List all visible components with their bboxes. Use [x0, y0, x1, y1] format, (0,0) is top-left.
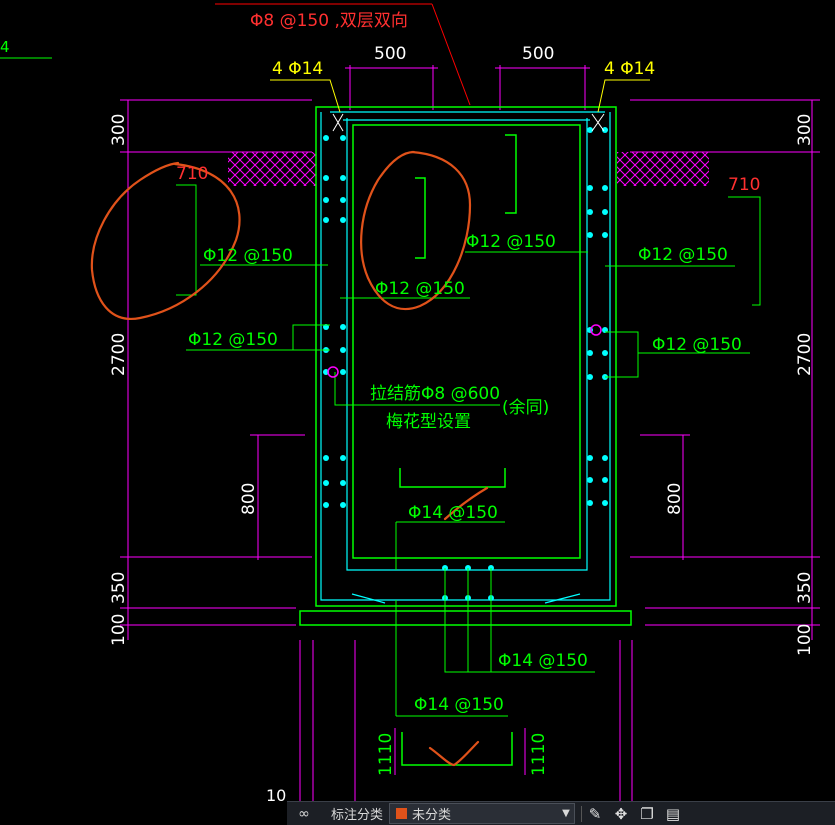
category-select[interactable]: 未分类 ▼ [389, 803, 576, 824]
dim-300-left: 300 [109, 114, 129, 146]
wall-mid-right-label: Φ12 @150 [652, 335, 742, 355]
rebar-lines [320, 111, 611, 604]
bottom-slab-bottom-label: Φ14 @150 [498, 651, 588, 671]
same-note: (余同) [502, 398, 549, 418]
leader-lines [176, 184, 761, 717]
dim-350-right: 350 [795, 572, 815, 604]
wall-inner-left-label: Φ12 @150 [375, 279, 465, 299]
dim-1110-right: 1110 [529, 733, 549, 776]
paste-icon[interactable]: ▤ [665, 804, 681, 823]
corner-label-left: 4 Φ14 [272, 59, 323, 79]
link-icon[interactable]: ∞ [298, 805, 310, 822]
dim-2700-left: 2700 [109, 333, 129, 376]
dim-100-right: 100 [795, 624, 815, 656]
clip-top-left: 4 [0, 38, 10, 56]
markup-check [428, 740, 480, 767]
top-note-leader [215, 3, 471, 106]
soil-hatch-right [617, 152, 709, 186]
foundation-label: Φ14 @150 [414, 695, 504, 715]
dim-350-left: 350 [109, 572, 129, 604]
dim-800-right: 800 [665, 483, 685, 515]
chevron-down-icon: ▼ [562, 808, 570, 819]
top-rebar-note: Φ8 @150 ,双层双向 [250, 11, 408, 31]
copy-icon[interactable]: ❐ [640, 804, 654, 823]
dim-710-left: 710 [176, 164, 208, 184]
markup-stroke-bottom [443, 486, 489, 521]
markup-circle-center [360, 150, 472, 311]
markup-circle-left [90, 161, 241, 321]
dim-top-left: 500 [374, 44, 406, 64]
cad-drawing: Φ8 @150 ,双层双向 4 Φ14 4 Φ14 500 500 710 71… [0, 3, 820, 801]
tie-markers [327, 324, 602, 378]
edit-icon[interactable]: ✎ [588, 804, 602, 823]
bottom-slab-top-label: Φ14 @150 [408, 503, 498, 523]
wall-mid-left-label: Φ12 @150 [188, 330, 278, 350]
dim-2700-right: 2700 [795, 333, 815, 376]
wall-inner-right-label: Φ12 @150 [466, 232, 556, 252]
category-value: 未分类 [412, 808, 452, 823]
corner-label-right: 4 Φ14 [604, 59, 655, 79]
markup-annotations [90, 150, 489, 767]
tie-bar-note: 拉结筋Φ8 @600 [370, 384, 500, 404]
move-icon[interactable]: ✥ [614, 804, 628, 823]
rebar-dots [323, 127, 608, 601]
toolbar-divider [581, 805, 583, 822]
wall-outer-right-label: Φ12 @150 [638, 245, 728, 265]
annotation-toolbar: ∞ 标注分类 未分类 ▼ ✎ ✥ ❐ ▤ [287, 801, 835, 825]
tie-bar-note-2: 梅花型设置 [386, 412, 471, 432]
dim-100-left: 100 [109, 614, 129, 646]
clip-bottom-left: 10 [266, 786, 286, 801]
color-swatch [396, 808, 408, 819]
dim-710-right: 710 [728, 175, 760, 195]
soil-hatch-left [228, 152, 316, 186]
dim-300-right: 300 [795, 114, 815, 146]
dimension-lines [0, 57, 820, 801]
dim-top-right: 500 [522, 44, 554, 64]
category-label: 标注分类 [331, 808, 384, 823]
box-structure [299, 106, 632, 766]
dim-800-left: 800 [239, 483, 259, 515]
wall-outer-left-label: Φ12 @150 [203, 246, 293, 266]
corner-callouts [270, 79, 650, 132]
dim-1110-left: 1110 [376, 733, 396, 776]
